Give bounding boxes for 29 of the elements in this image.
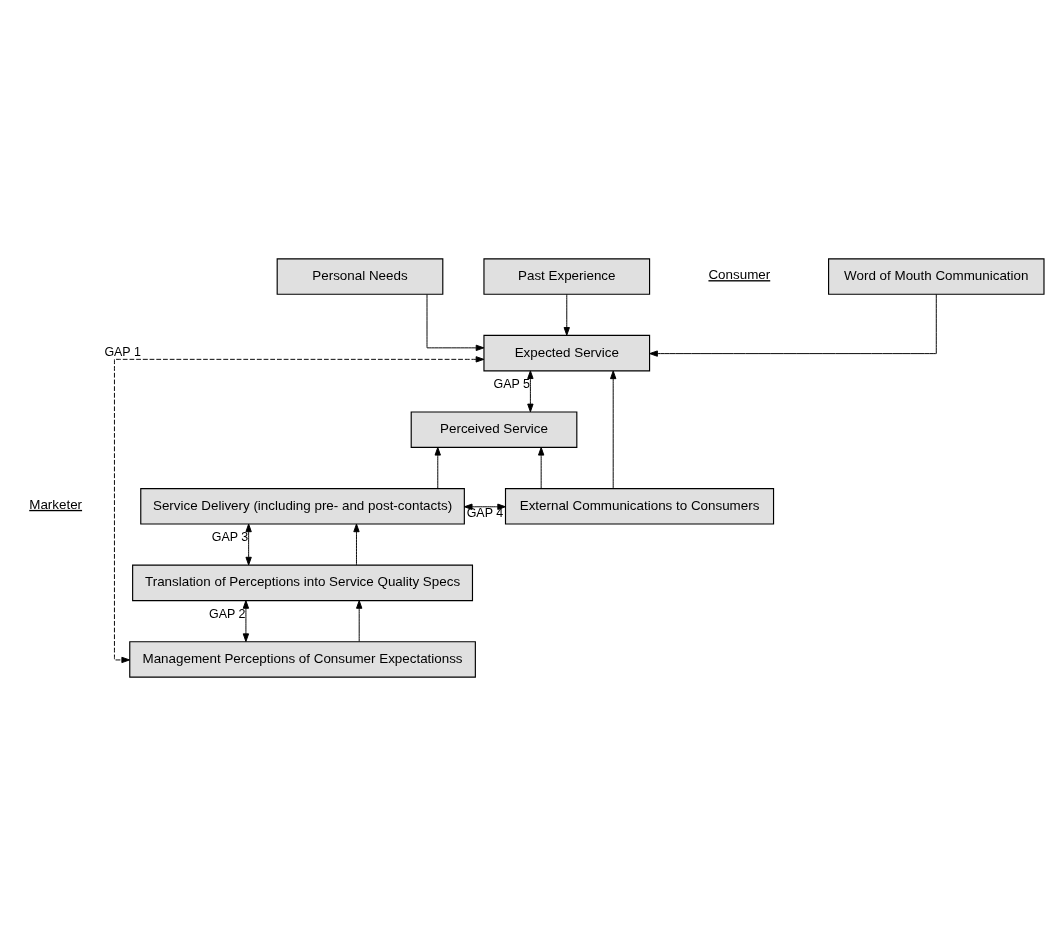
edge-label: GAP 2 <box>209 606 246 621</box>
arrow <box>527 369 534 412</box>
node-box: Expected Service <box>483 334 651 371</box>
arrow <box>353 523 360 565</box>
node-box: Word of Mouth Communication <box>828 257 1045 295</box>
arrow <box>463 503 506 510</box>
node-box: Management Perceptions of Consumer Expectationss <box>129 640 476 678</box>
arrow <box>245 523 252 565</box>
edge-label: GAP 1 <box>104 344 141 359</box>
node-box: Translation of Perceptions into Service Quality Specs <box>132 564 474 601</box>
label: Consumer <box>708 266 771 282</box>
arrow <box>426 293 485 351</box>
edge-label: GAP 3 <box>211 529 249 544</box>
node-box: Service Delivery (including pre- and post-contacts) <box>140 487 465 525</box>
node-box: External Communications to Consumers <box>504 487 775 525</box>
arrow <box>356 599 363 642</box>
arrow <box>113 355 485 663</box>
node-box: Personal Needs <box>276 257 444 295</box>
label: Marketer <box>29 496 83 512</box>
node-box: Past Experience <box>483 257 651 295</box>
arrow <box>242 599 250 642</box>
arrow <box>610 370 617 489</box>
arrow <box>563 293 570 336</box>
arrow <box>649 293 937 357</box>
node-box: Perceived Service <box>410 410 578 448</box>
arrow <box>538 446 545 489</box>
edge-label: GAP 5 <box>493 376 530 391</box>
edge-label: GAP 4 <box>466 505 504 520</box>
arrow <box>434 446 441 489</box>
